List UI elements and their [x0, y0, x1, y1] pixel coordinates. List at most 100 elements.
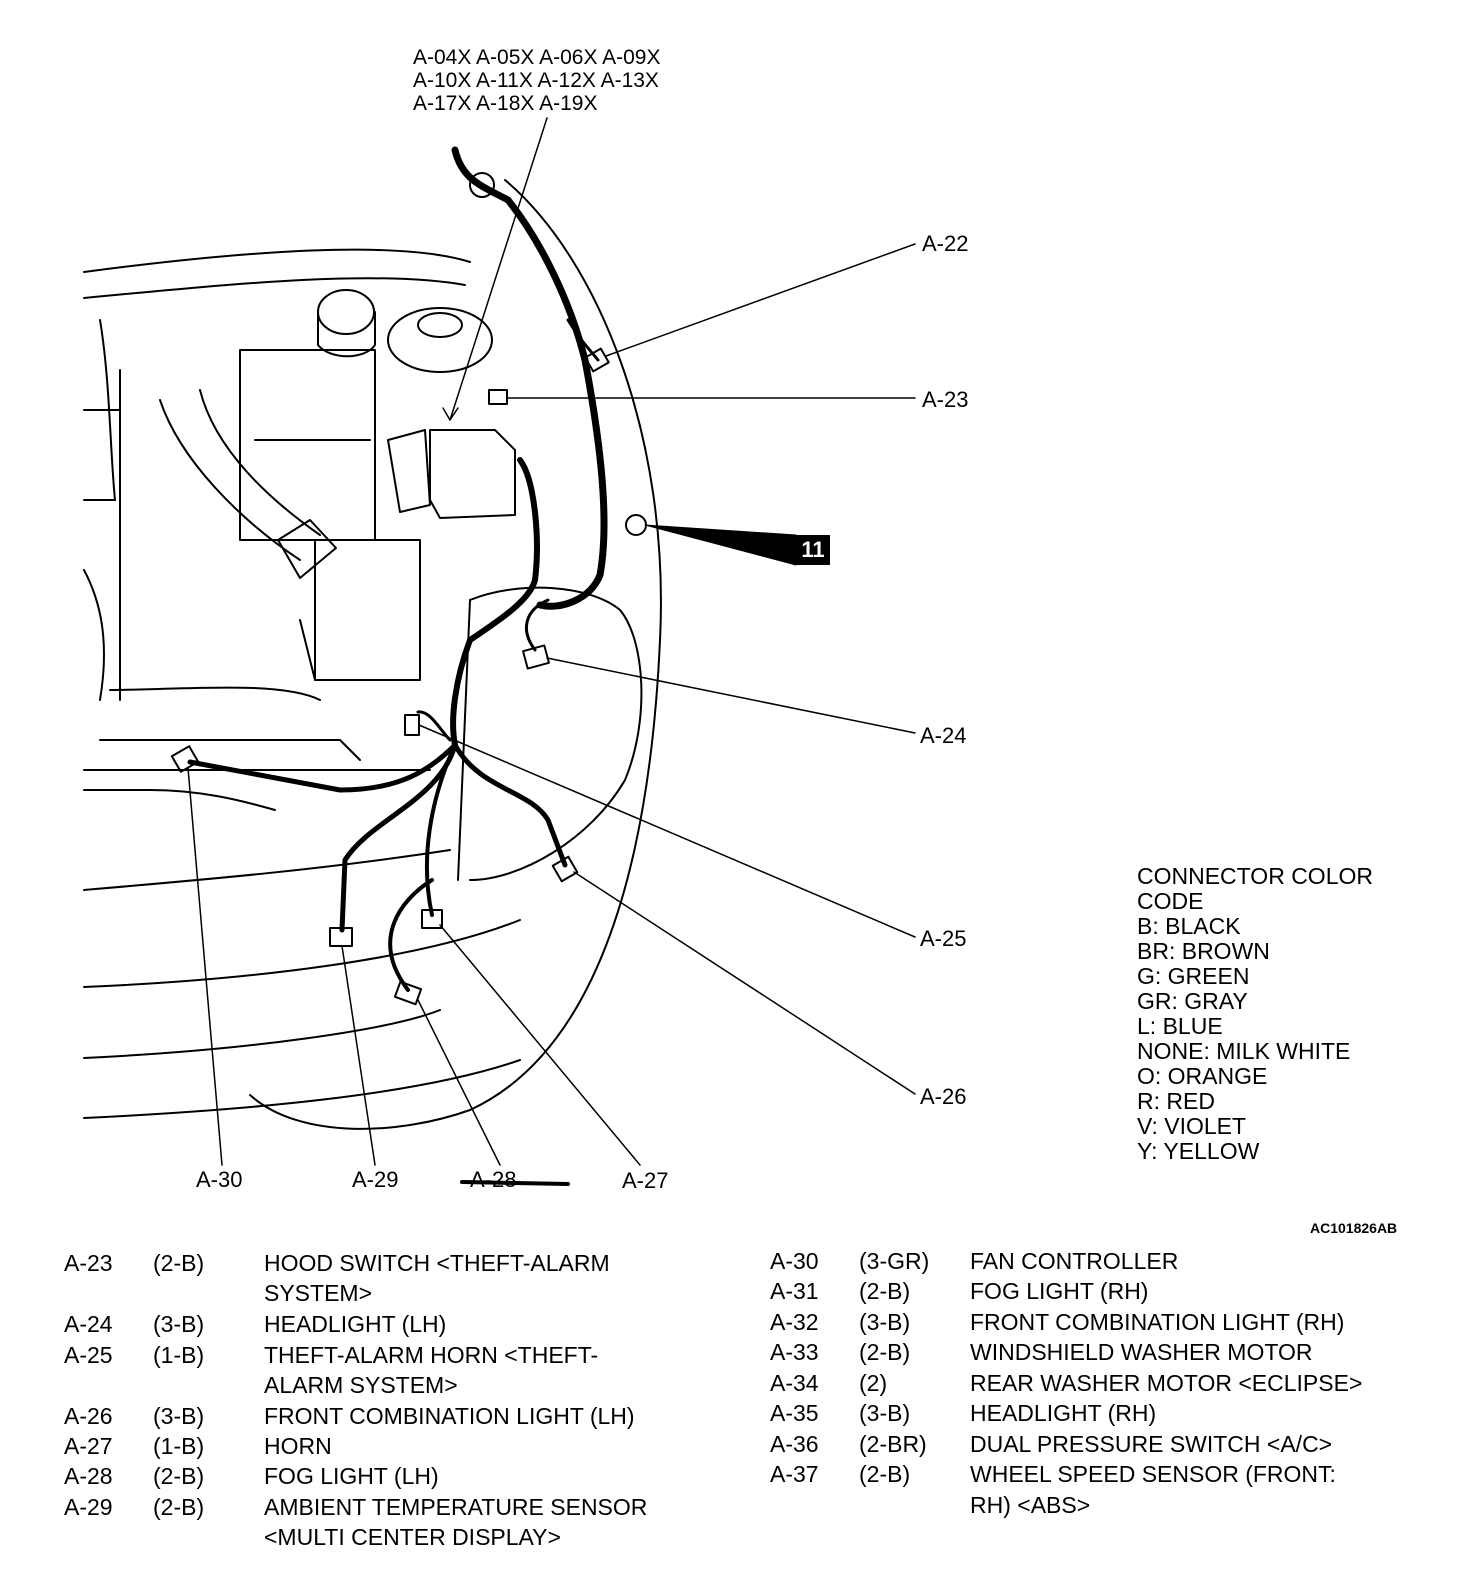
- callout-a22: A-22: [922, 231, 969, 256]
- leader-a24: [546, 657, 916, 734]
- connector-a26: [551, 855, 579, 883]
- connector-code: (3-B): [153, 1403, 205, 1429]
- connector-code: (3-B): [153, 1311, 205, 1337]
- ground-wedge: [644, 524, 797, 566]
- connector-id: A-36: [770, 1431, 819, 1457]
- connector-id: A-28: [64, 1463, 113, 1489]
- fender-outline: [249, 179, 662, 1130]
- connector-a27: [421, 909, 443, 929]
- connector-id: A-26: [64, 1403, 113, 1429]
- connector-desc: HEADLIGHT (RH): [970, 1400, 1157, 1426]
- connector-id: A-24: [64, 1311, 113, 1337]
- leader-a30: [187, 767, 223, 1166]
- legend-entry: V: VIOLET: [1137, 1113, 1247, 1139]
- leader-header: [449, 117, 548, 421]
- connector-code: (2-B): [153, 1250, 205, 1276]
- header-line: A-10X A-11X A-12X A-13X: [413, 69, 659, 92]
- leader-a22: [605, 243, 916, 357]
- connector-a23: [488, 389, 508, 405]
- connector-id: A-35: [770, 1400, 819, 1426]
- legend-entry: GR: GRAY: [1137, 988, 1248, 1014]
- connector-a22: [584, 347, 610, 373]
- legend-title: CONNECTOR COLOR: [1137, 863, 1373, 889]
- connector-code: (1-B): [153, 1342, 205, 1368]
- connector-desc: ALARM SYSTEM>: [264, 1372, 458, 1398]
- connector-desc: HOOD SWITCH <THEFT-ALARM: [264, 1250, 610, 1276]
- connector-desc: WHEEL SPEED SENSOR (FRONT:: [970, 1461, 1336, 1487]
- legend-entry: L: BLUE: [1137, 1013, 1223, 1039]
- leader-a28: [417, 999, 501, 1166]
- connector-id: A-37: [770, 1461, 819, 1487]
- connector-color-legend: CONNECTOR COLOR CODE B: BLACK BR: BROWN …: [1137, 864, 1373, 1164]
- engine-block: [239, 349, 376, 541]
- legend-entry: B: BLACK: [1137, 913, 1241, 939]
- connector-desc: DUAL PRESSURE SWITCH <A/C>: [970, 1431, 1333, 1457]
- leader-a29: [341, 945, 376, 1166]
- connector-code: (3-B): [859, 1309, 911, 1335]
- connector-desc: HEADLIGHT (LH): [264, 1311, 447, 1337]
- connector-desc: AMBIENT TEMPERATURE SENSOR: [264, 1494, 648, 1520]
- connector-code: (2): [859, 1370, 888, 1396]
- connector-desc: THEFT-ALARM HORN <THEFT-: [264, 1342, 599, 1368]
- connector-code: (1-B): [153, 1433, 205, 1459]
- connector-id: A-32: [770, 1309, 819, 1335]
- connector-desc: FOG LIGHT (RH): [970, 1278, 1149, 1304]
- callout-a28: A-28: [470, 1167, 517, 1192]
- connector-id: A-34: [770, 1370, 819, 1396]
- connector-code: (2-BR): [859, 1431, 927, 1457]
- legend-entry: NONE: MILK WHITE: [1137, 1038, 1351, 1064]
- connector-desc: FAN CONTROLLER: [970, 1248, 1179, 1274]
- headlight-opening: [469, 586, 643, 881]
- header-line: A-17X A-18X A-19X: [413, 92, 598, 115]
- legend-entry: Y: YELLOW: [1137, 1138, 1260, 1164]
- relay-box: [429, 429, 516, 519]
- connector-a29: [329, 927, 353, 947]
- harness-connector-list: A-04X A-05X A-06X A-09X A-10X A-11X A-12…: [413, 46, 661, 115]
- callout-a23: A-23: [922, 387, 969, 412]
- figure-code: AC101826AB: [1310, 1220, 1398, 1236]
- hood-line: [83, 248, 471, 273]
- connector-a28: [393, 980, 423, 1006]
- connector-desc: <MULTI CENTER DISPLAY>: [264, 1524, 561, 1550]
- reservoir-cap: [317, 289, 375, 335]
- legend-entry: BR: BROWN: [1137, 938, 1270, 964]
- connector-desc: SYSTEM>: [264, 1280, 373, 1306]
- legend-entry: G: GREEN: [1137, 963, 1250, 989]
- callout-a29: A-29: [352, 1167, 399, 1192]
- connector-id: A-27: [64, 1433, 113, 1459]
- leader-a25: [418, 724, 916, 938]
- main-harness: [451, 146, 608, 610]
- connector-id: A-23: [64, 1250, 113, 1276]
- connector-desc: WINDSHIELD WASHER MOTOR: [970, 1339, 1313, 1365]
- connector-a30: [170, 745, 200, 773]
- connector-desc: REAR WASHER MOTOR <ECLIPSE>: [970, 1370, 1363, 1396]
- connector-desc: RH) <ABS>: [970, 1492, 1091, 1518]
- connector-code: (2-B): [859, 1461, 911, 1487]
- connector-code: (3-GR): [859, 1248, 930, 1274]
- connector-code: (3-B): [859, 1400, 911, 1426]
- ground-point-badge: 11: [796, 535, 830, 565]
- bumper-line: [83, 849, 451, 891]
- connector-a24: [522, 644, 550, 670]
- connector-code: (2-B): [153, 1494, 205, 1520]
- connector-code: (2-B): [153, 1463, 205, 1489]
- legend-title: CODE: [1137, 888, 1204, 914]
- callout-a30: A-30: [196, 1167, 243, 1192]
- header-line: A-04X A-05X A-06X A-09X: [413, 46, 661, 69]
- radiator-hose: [159, 399, 301, 561]
- connector-id: A-29: [64, 1494, 113, 1520]
- connector-id: A-31: [770, 1278, 819, 1304]
- legend-entry: O: ORANGE: [1137, 1063, 1268, 1089]
- grommet: [469, 172, 495, 198]
- connector-id: A-33: [770, 1339, 819, 1365]
- callout-a26: A-26: [920, 1084, 967, 1109]
- leader-a27: [439, 924, 641, 1166]
- legend-entry: R: RED: [1137, 1088, 1215, 1114]
- connector-desc: FOG LIGHT (LH): [264, 1463, 439, 1489]
- callout-a27: A-27: [622, 1168, 669, 1193]
- connector-code: (2-B): [859, 1278, 911, 1304]
- leader-a26: [573, 871, 916, 1095]
- connector-desc: HORN: [264, 1433, 332, 1459]
- connector-id: A-30: [770, 1248, 819, 1274]
